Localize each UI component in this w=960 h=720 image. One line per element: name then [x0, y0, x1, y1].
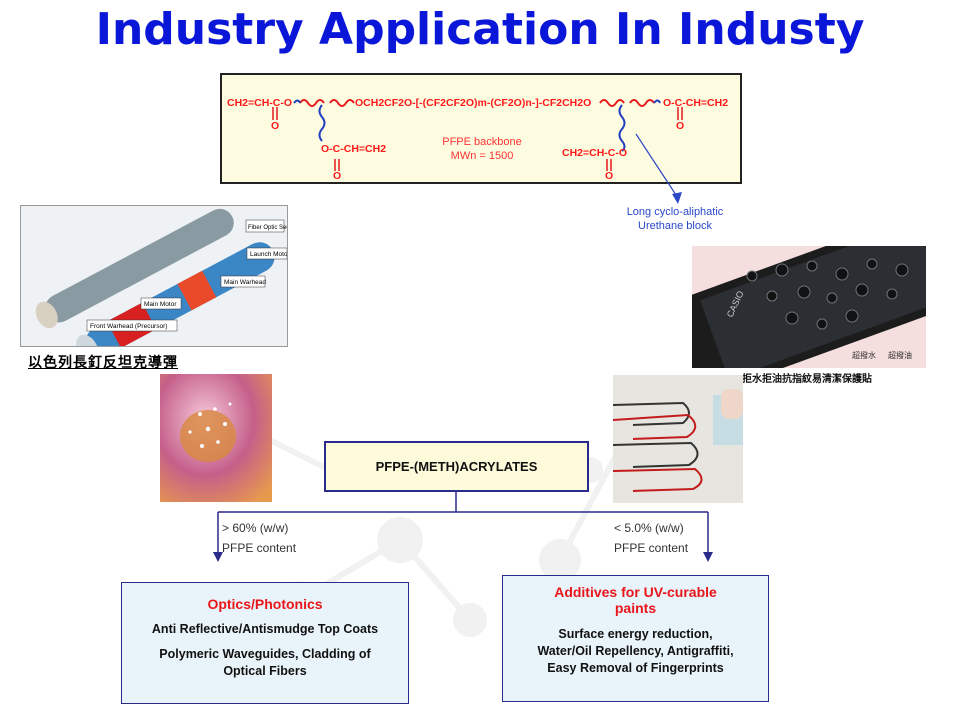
coated-wires-image — [613, 375, 743, 503]
additives-line-3: Easy Removal of Fingerprints — [547, 661, 724, 675]
carbonyl-o-2: O — [676, 120, 685, 132]
missile-caption: 以色列長釘反坦克導彈 — [28, 355, 178, 371]
fiber-illustration — [160, 374, 272, 502]
label-fiber-optic: Fiber Optic Section — [248, 225, 287, 231]
page-title: Industry Application In Industy — [95, 4, 865, 55]
label-front-warhead: Front Warhead (Precursor) — [90, 323, 167, 330]
acrylate-left: CH2=CH-C-O — [227, 97, 293, 109]
molecular-weight-label: MWn = 1500 — [450, 150, 514, 162]
carbonyl-o-4: O — [605, 170, 614, 182]
label-launch-motor: Launch Motor — [250, 251, 287, 258]
left-branch-label: > 60% (w/w) PFPE content — [222, 518, 296, 558]
chemical-structure-box: CH2=CH-C-O OCH2CF2O-[-(CF2CF2O)m-(CF2O)n… — [220, 73, 742, 184]
phone-caption: 拒水拒油抗指紋易清潔保護貼 — [742, 374, 872, 385]
structure-bonds — [272, 99, 683, 171]
note-arrow — [635, 133, 682, 204]
pfpe-methacrylates-box: PFPE-(METH)ACRYLATES — [324, 441, 589, 492]
acrylate-bottom-right: CH2=CH-C-O — [562, 147, 628, 159]
carbonyl-o-3: O — [333, 170, 342, 182]
right-branch-label: < 5.0% (w/w) PFPE content — [614, 518, 688, 558]
additives-heading-2: paints — [614, 600, 657, 616]
missile-illustration: Fiber Optic Section Launch Motor Main Wa… — [21, 206, 287, 346]
note-line-1: Long cyclo-aliphatic — [626, 206, 724, 218]
badge-water: 超撥水 — [852, 350, 876, 360]
left-branch-percent: > 60% (w/w) — [222, 521, 289, 535]
optics-line-2: Polymeric Waveguides, Cladding of — [159, 647, 371, 661]
optics-line-1: Anti Reflective/Antismudge Top Coats — [151, 622, 379, 636]
additives-line-2: Water/Oil Repellency, Antigraffiti, — [537, 644, 734, 658]
carbonyl-o-1: O — [271, 120, 280, 132]
note-line-2: Urethane block — [638, 220, 712, 232]
additives-line-1: Surface energy reduction, — [558, 627, 713, 641]
optical-fiber-image — [160, 374, 272, 502]
wires-illustration — [613, 375, 743, 503]
optics-photonics-box: Optics/Photonics Anti Reflective/Antismu… — [121, 582, 409, 704]
right-branch-content: PFPE content — [614, 541, 689, 555]
optics-line-3: Optical Fibers — [223, 664, 307, 678]
left-branch-content: PFPE content — [222, 541, 297, 555]
additives-heading-1: Additives for UV-curable — [554, 584, 717, 600]
backbone-label: PFPE backbone — [442, 136, 522, 148]
right-branch-percent: < 5.0% (w/w) — [614, 521, 684, 535]
acrylate-right: O-C-CH=CH2 — [663, 97, 729, 109]
pfpe-chain-formula: OCH2CF2O-[-(CF2CF2O)m-(CF2O)n-]-CF2CH2O — [355, 97, 592, 109]
acrylate-bottom-left: O-C-CH=CH2 — [321, 143, 387, 155]
missile-cutaway-image: Fiber Optic Section Launch Motor Main Wa… — [20, 205, 288, 347]
additives-box: Additives for UV-curable paints Surface … — [502, 575, 769, 702]
badge-oil: 超撥油 — [888, 350, 912, 360]
optics-heading: Optics/Photonics — [207, 596, 323, 612]
label-main-motor: Main Motor — [144, 301, 177, 308]
phone-illustration: CASIO 超撥水 超撥油 — [692, 246, 926, 386]
phone-screen-protector-image: CASIO 超撥水 超撥油 — [692, 246, 926, 386]
label-main-warhead: Main Warhead — [224, 279, 266, 286]
urethane-note: Long cyclo-aliphatic Urethane block — [610, 205, 740, 233]
